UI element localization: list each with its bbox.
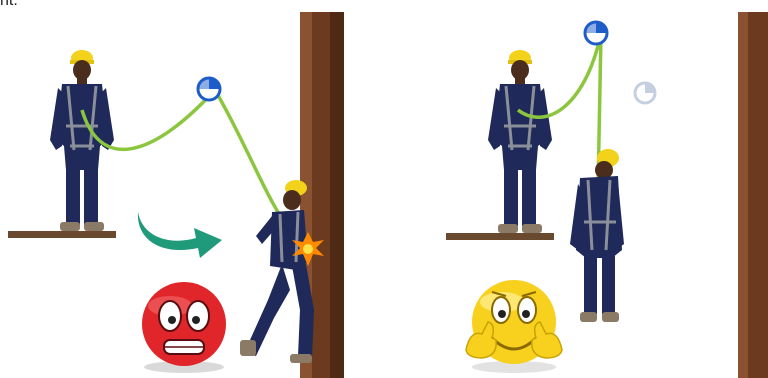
wooden-post (738, 12, 768, 378)
hanging-worker-figure (570, 149, 624, 322)
standing-worker-figure (50, 50, 114, 231)
anchor-point-icon (585, 22, 607, 44)
thumbs-up-smiley-icon (466, 280, 562, 373)
standing-worker-figure (488, 50, 552, 233)
platform-ledge (446, 233, 554, 240)
right-panel-vertical-arrest (384, 0, 768, 378)
swing-arrow-icon (138, 212, 222, 258)
faded-anchor-point-icon (635, 83, 655, 103)
scared-face-icon (142, 282, 226, 373)
anchor-point-icon (198, 78, 220, 100)
lanyard-rope (82, 90, 295, 235)
platform-ledge (8, 231, 116, 238)
left-panel-swing-fall (0, 0, 384, 378)
